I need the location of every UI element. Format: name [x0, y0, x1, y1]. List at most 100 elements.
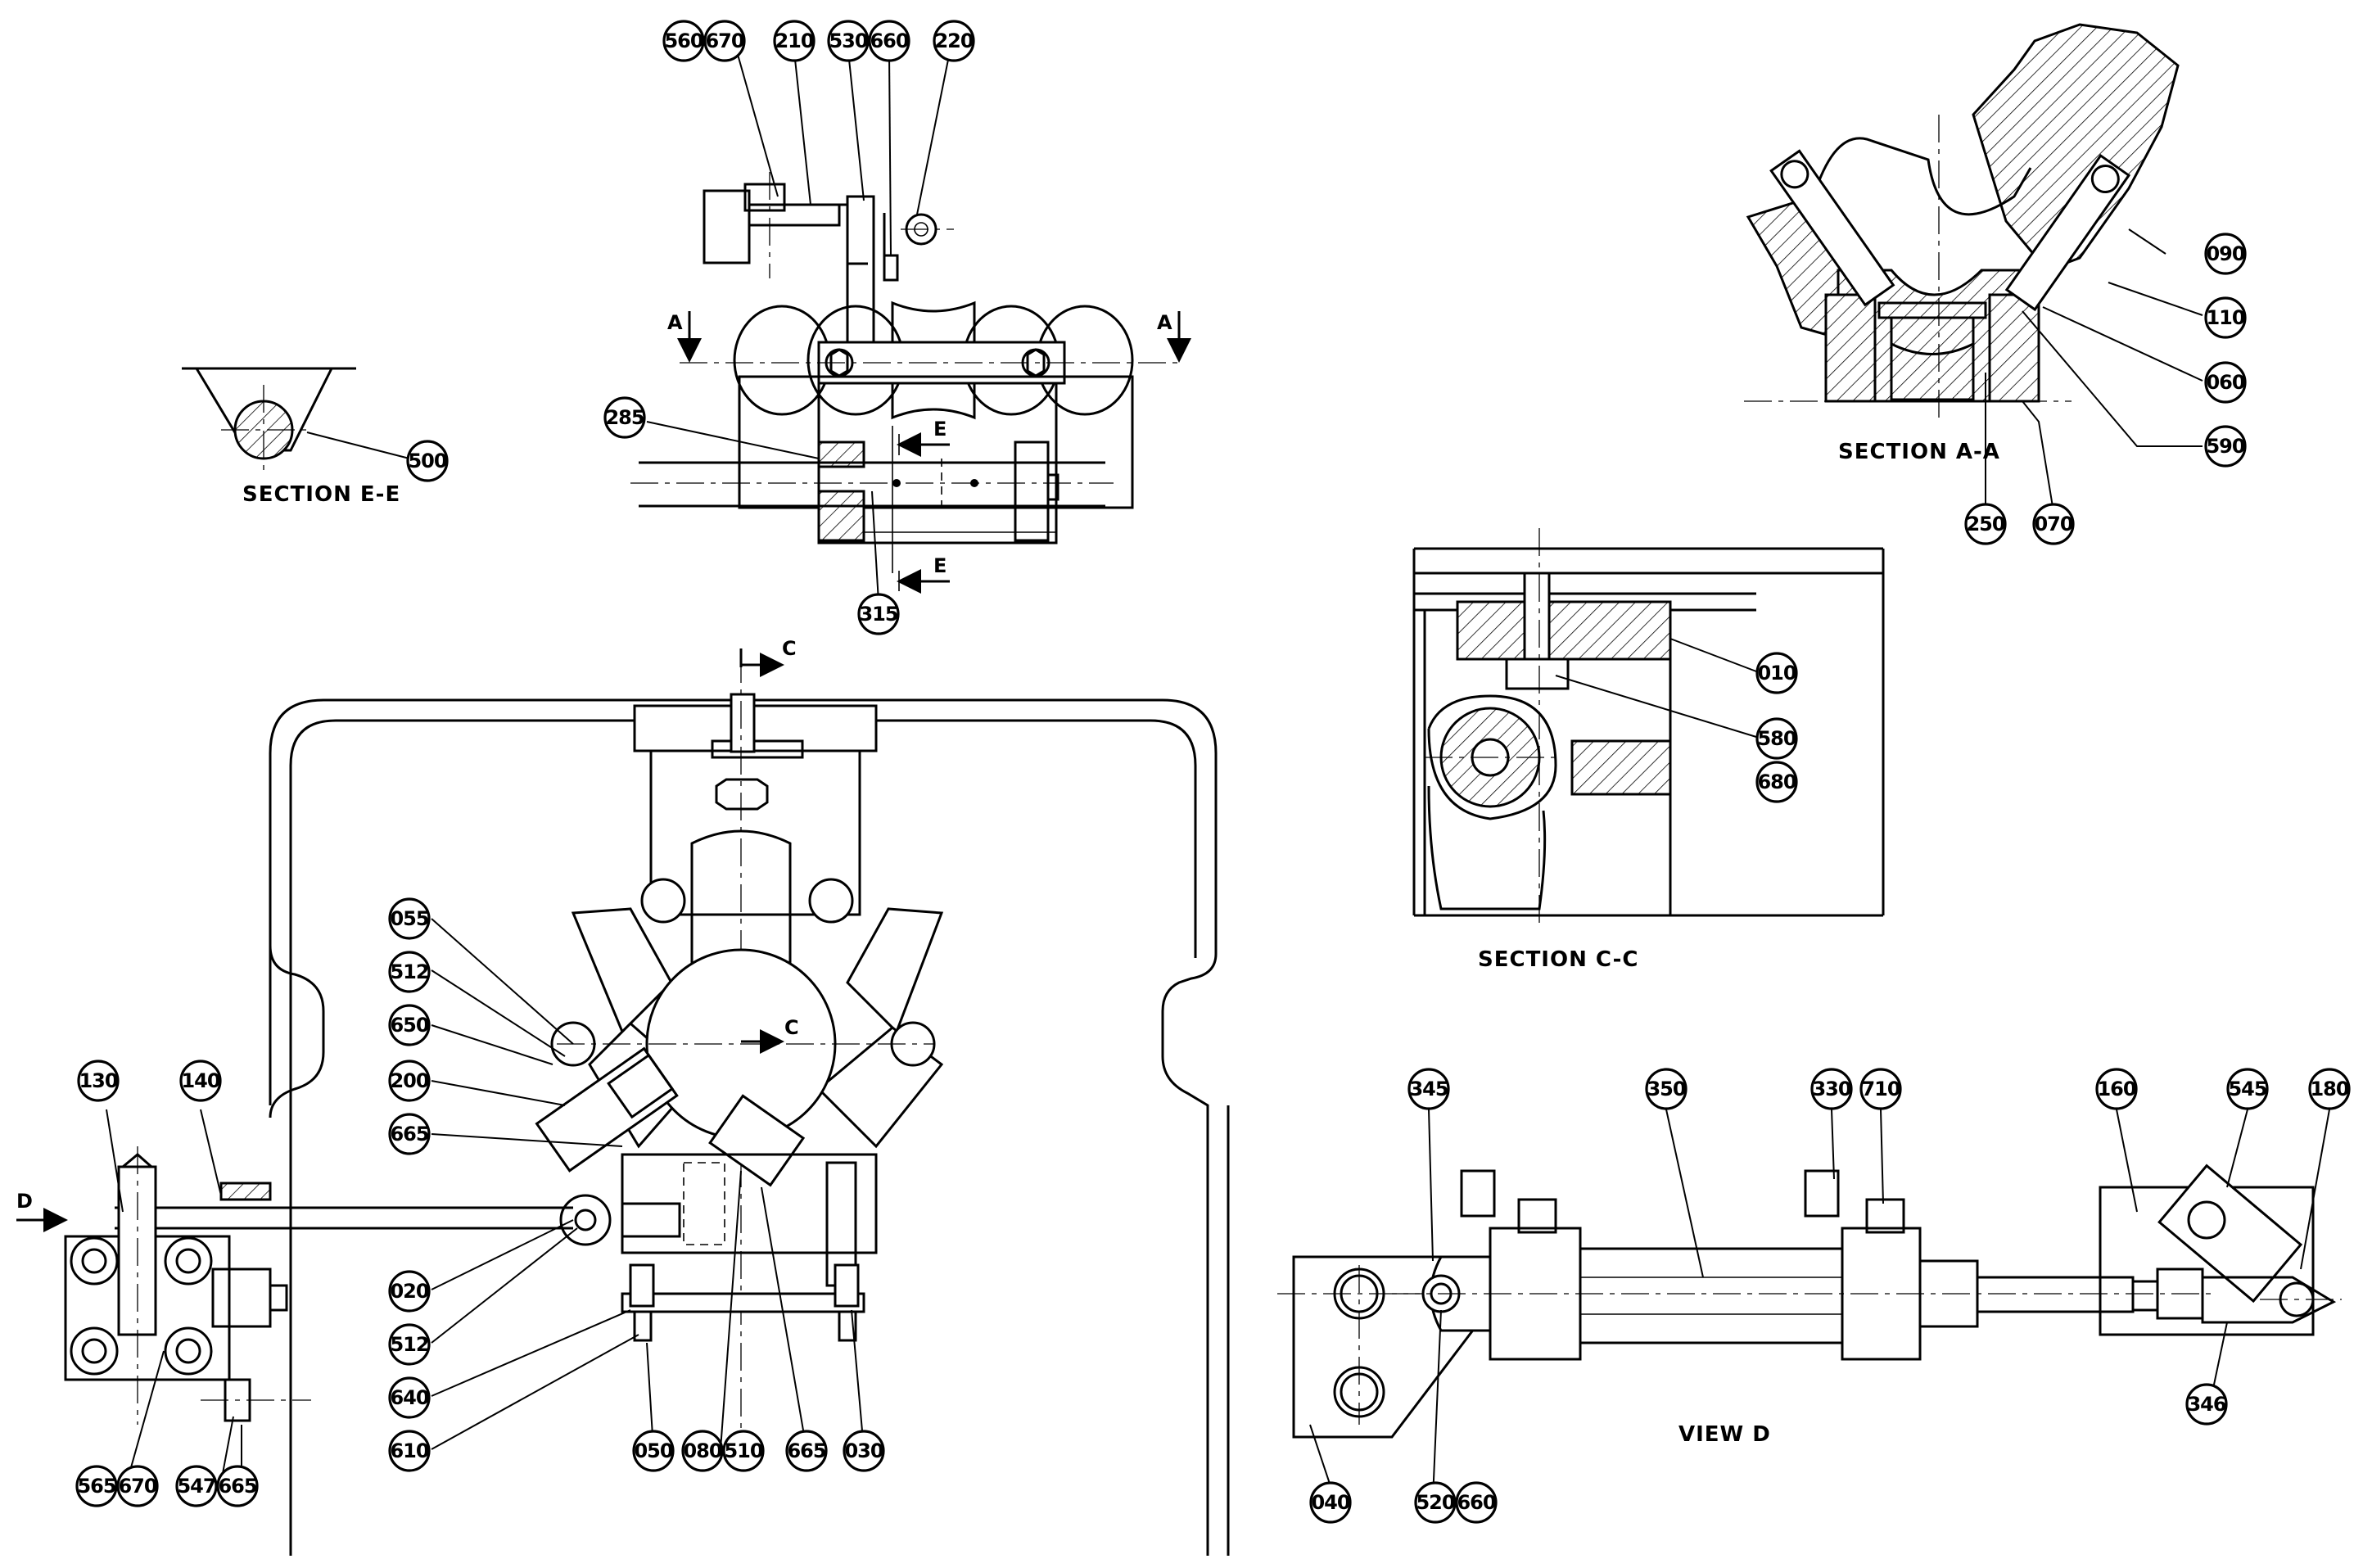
- balloon: 530: [827, 20, 870, 62]
- section-aa-title: SECTION A-A: [1838, 440, 2000, 464]
- svg-text:512: 512: [390, 1333, 428, 1356]
- balloon: 020: [388, 1270, 431, 1313]
- svg-text:070: 070: [2034, 513, 2072, 535]
- balloon: 510: [722, 1430, 765, 1472]
- balloon: 650: [388, 1004, 431, 1046]
- svg-text:670: 670: [705, 29, 743, 52]
- cut-marker-e-top: E: [933, 418, 947, 441]
- svg-text:590: 590: [2206, 435, 2244, 458]
- balloon: 210: [773, 20, 816, 62]
- balloon: 200: [388, 1060, 431, 1102]
- balloon: 010: [1755, 652, 1798, 694]
- balloon: 512: [388, 1323, 431, 1366]
- svg-text:285: 285: [605, 406, 644, 429]
- top-view: A A E E: [630, 51, 1191, 603]
- svg-text:670: 670: [118, 1475, 156, 1498]
- balloon: 560: [662, 20, 705, 62]
- svg-text:680: 680: [1757, 770, 1796, 793]
- svg-text:220: 220: [934, 29, 973, 52]
- svg-text:665: 665: [218, 1475, 256, 1498]
- balloon: 350: [1645, 1068, 1688, 1110]
- balloon: 160: [2095, 1068, 2138, 1110]
- balloon: 080: [681, 1430, 724, 1472]
- svg-text:130: 130: [79, 1069, 117, 1092]
- balloon: 346: [2185, 1383, 2228, 1426]
- balloon: 060: [2204, 361, 2247, 404]
- balloon: 345: [1407, 1068, 1450, 1110]
- svg-text:346: 346: [2187, 1393, 2225, 1416]
- balloon: 665: [388, 1113, 431, 1155]
- balloon: 580: [1755, 717, 1798, 760]
- svg-text:520: 520: [1416, 1491, 1454, 1514]
- balloon: 640: [388, 1376, 431, 1419]
- balloon: 520: [1414, 1481, 1457, 1524]
- svg-text:060: 060: [2206, 371, 2244, 394]
- balloon: 330: [1810, 1068, 1853, 1110]
- svg-text:660: 660: [870, 29, 908, 52]
- svg-text:180: 180: [2310, 1078, 2348, 1100]
- svg-text:565: 565: [77, 1475, 115, 1498]
- svg-text:020: 020: [390, 1280, 428, 1303]
- cut-marker-a-right: A: [1157, 311, 1172, 334]
- section-aa-view: SECTION A-A: [1744, 23, 2203, 513]
- balloon: 040: [1309, 1481, 1352, 1524]
- svg-text:250: 250: [1966, 513, 2004, 535]
- cut-marker-d: D: [16, 1190, 33, 1213]
- svg-text:055: 055: [390, 907, 428, 930]
- balloon: 180: [2308, 1068, 2351, 1110]
- balloon: 680: [1755, 761, 1798, 803]
- cut-marker-a-left: A: [667, 311, 683, 334]
- balloon: 545: [2226, 1068, 2269, 1110]
- balloon: 315: [857, 593, 900, 635]
- balloon: 670: [703, 20, 746, 62]
- svg-text:640: 640: [390, 1386, 428, 1409]
- svg-text:030: 030: [844, 1439, 883, 1462]
- main-view: C C: [16, 637, 1230, 1556]
- balloon: 070: [2032, 503, 2075, 545]
- svg-text:160: 160: [2097, 1078, 2135, 1100]
- balloon: 710: [1859, 1068, 1902, 1110]
- cut-marker-c-mid: C: [784, 1016, 799, 1039]
- balloon: 665: [216, 1465, 259, 1507]
- view-d-title: VIEW D: [1678, 1422, 1771, 1447]
- svg-text:547: 547: [177, 1475, 215, 1498]
- svg-text:665: 665: [390, 1123, 428, 1145]
- svg-text:140: 140: [181, 1069, 219, 1092]
- svg-text:090: 090: [2206, 242, 2244, 265]
- balloon: 055: [388, 897, 431, 940]
- balloon: 110: [2204, 296, 2247, 339]
- balloon: 140: [179, 1060, 222, 1102]
- balloon: 250: [1964, 503, 2007, 545]
- balloon: 285: [603, 396, 646, 439]
- svg-text:560: 560: [664, 29, 703, 52]
- section-cc-title: SECTION C-C: [1478, 947, 1638, 972]
- balloon: 590: [2204, 425, 2247, 468]
- svg-text:710: 710: [1861, 1078, 1900, 1100]
- balloon: 665: [785, 1430, 828, 1472]
- svg-text:510: 510: [724, 1439, 762, 1462]
- svg-text:545: 545: [2228, 1078, 2266, 1100]
- balloon: 660: [868, 20, 910, 62]
- balloon: 090: [2204, 233, 2247, 275]
- balloon: 030: [843, 1430, 885, 1472]
- svg-text:660: 660: [1457, 1491, 1495, 1514]
- balloon: 220: [933, 20, 975, 62]
- cut-marker-c-top: C: [782, 637, 797, 660]
- svg-text:080: 080: [683, 1439, 721, 1462]
- svg-text:650: 650: [390, 1014, 428, 1037]
- svg-text:665: 665: [787, 1439, 825, 1462]
- svg-text:345: 345: [1409, 1078, 1448, 1100]
- balloon: 547: [175, 1465, 218, 1507]
- balloon: 565: [75, 1465, 118, 1507]
- balloon-layer: 560 670 210 530 660 220 285 315 500 090 …: [75, 20, 2351, 1524]
- svg-text:040: 040: [1311, 1491, 1349, 1514]
- section-cc-view: SECTION C-C: [1412, 528, 1885, 972]
- balloon: 500: [406, 440, 449, 482]
- svg-text:200: 200: [390, 1069, 428, 1092]
- balloon: 050: [632, 1430, 675, 1472]
- svg-text:512: 512: [390, 960, 428, 983]
- svg-text:530: 530: [829, 29, 867, 52]
- view-d: VIEW D: [1277, 1109, 2342, 1499]
- svg-text:500: 500: [408, 450, 446, 472]
